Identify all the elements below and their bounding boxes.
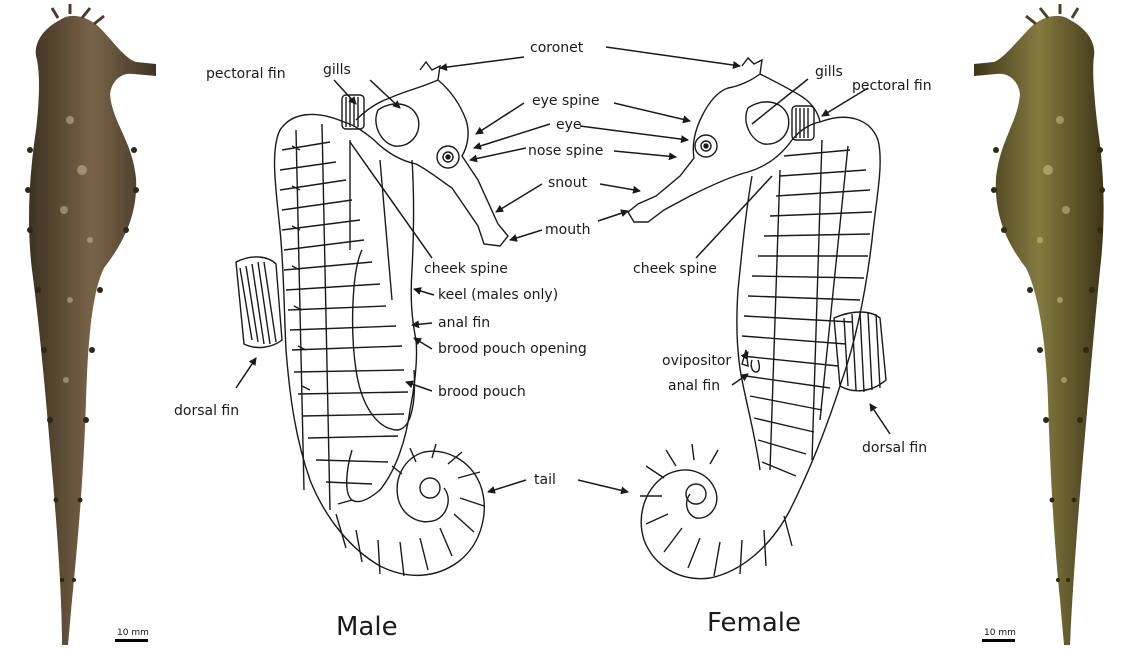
label-gills-male: gills	[323, 62, 351, 78]
label-eye: eye	[556, 117, 582, 133]
scale-bar-right	[982, 639, 1015, 642]
label-brood-pouch: brood pouch	[438, 384, 526, 400]
label-dorsal-fin-male: dorsal fin	[174, 403, 239, 419]
label-nose-spine: nose spine	[528, 143, 603, 159]
label-pectoral-fin-male: pectoral fin	[206, 66, 286, 82]
caption-male: Male	[336, 612, 398, 642]
label-cheek-spine-female: cheek spine	[633, 261, 717, 277]
female-seahorse-drawing	[628, 58, 886, 579]
scale-bar-left	[115, 639, 148, 642]
label-eye-spine: eye spine	[532, 93, 600, 109]
label-keel: keel (males only)	[438, 287, 558, 303]
label-cheek-spine-male: cheek spine	[424, 261, 508, 277]
female-seahorse-photo	[974, 4, 1105, 645]
scale-label-left: 10 mm	[117, 628, 149, 638]
caption-female: Female	[707, 608, 801, 638]
label-snout: snout	[548, 175, 587, 191]
label-anal-fin-male: anal fin	[438, 315, 490, 331]
label-tail: tail	[534, 472, 556, 488]
male-seahorse-photo	[25, 4, 156, 645]
label-mouth: mouth	[545, 222, 590, 238]
label-dorsal-fin-female: dorsal fin	[862, 440, 927, 456]
label-pectoral-fin-female: pectoral fin	[852, 78, 932, 94]
label-coronet: coronet	[530, 40, 583, 56]
label-anal-fin-female: anal fin	[668, 378, 720, 394]
label-gills-female: gills	[815, 64, 843, 80]
label-ovipositor: ovipositor	[662, 353, 731, 369]
scale-label-right: 10 mm	[984, 628, 1016, 638]
label-brood-pouch-opening: brood pouch opening	[438, 341, 587, 357]
